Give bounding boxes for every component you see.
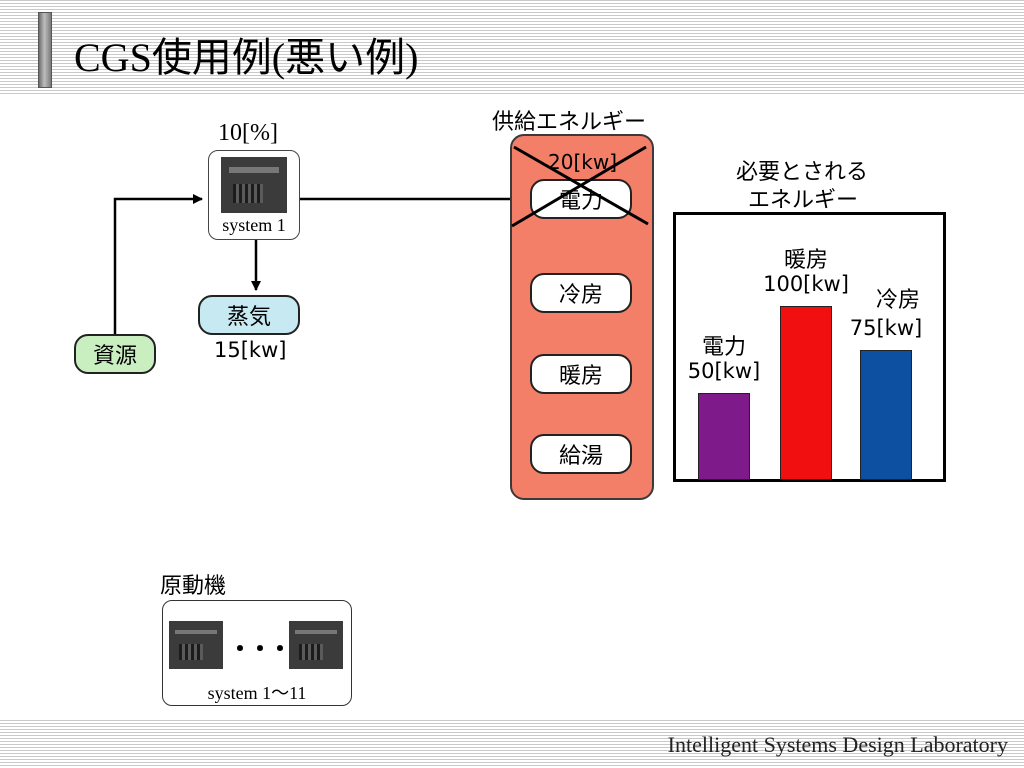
- slide-title: CGS使用例(悪い例): [74, 35, 419, 80]
- bar-value-label: 75[kw]: [849, 315, 923, 340]
- footer-band: [0, 720, 1024, 768]
- bar-1: [698, 393, 750, 480]
- cgs-node: system 1: [208, 150, 300, 240]
- supply-item-hot-water: 給湯: [530, 434, 632, 474]
- supply-item-cooling: 冷房: [530, 273, 632, 313]
- prime-mover-box: ・・・ system 1～11: [162, 600, 352, 706]
- supply-item-label: 冷房: [558, 283, 603, 308]
- cross-out-stroke: [511, 145, 647, 228]
- bar-value-label: 100[kw]: [763, 272, 849, 296]
- prime-mover-ellipsis: ・・・: [228, 635, 292, 663]
- steam-label: 蒸気: [226, 305, 271, 330]
- supply-item-heating: 暖房: [530, 354, 632, 394]
- prime-mover-title: 原動機: [160, 574, 227, 599]
- generator-icon: [221, 157, 287, 213]
- steam-value: 15[kw]: [214, 338, 287, 362]
- bar-category-label: 電力: [701, 335, 746, 360]
- generator-icon: [289, 621, 343, 669]
- bar-2: [780, 306, 832, 480]
- supply-item-label: 給湯: [558, 444, 603, 469]
- cgs-system-label: system 1: [222, 215, 286, 235]
- cgs-efficiency-label: 10[%]: [218, 120, 278, 146]
- supply-item-label: 暖房: [558, 364, 603, 389]
- bar-3: [860, 349, 912, 480]
- bar-category-label: 暖房: [783, 248, 828, 273]
- title-accent-bar: [38, 12, 52, 88]
- resource-to-cgs-line: [113, 194, 203, 340]
- supply-title: 供給エネルギー: [492, 110, 647, 135]
- bar-category-label: 冷房: [875, 287, 920, 313]
- generator-icon: [169, 621, 223, 669]
- chart-title-line-2: エネルギー: [748, 188, 859, 213]
- resource-node: 資源: [74, 334, 156, 374]
- footer-text: Intelligent Systems Design Laboratory: [667, 732, 1008, 757]
- resource-label: 資源: [92, 344, 137, 369]
- bar-value-label: 50[kw]: [687, 359, 761, 383]
- chart-title-line-1: 必要とされる: [736, 160, 869, 185]
- steam-node: 蒸気: [198, 295, 300, 335]
- title-band: [0, 0, 1024, 96]
- prime-mover-system-label: system 1～11: [207, 683, 307, 703]
